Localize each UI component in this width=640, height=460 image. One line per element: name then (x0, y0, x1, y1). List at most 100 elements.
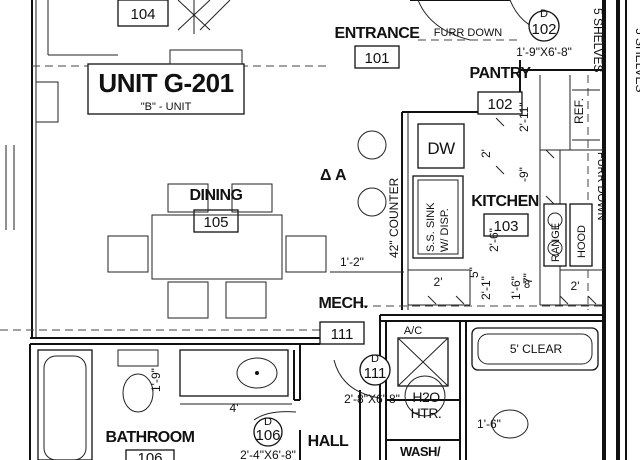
h2o-label-2: HTR. (411, 405, 442, 421)
lavatory (236, 357, 278, 389)
ac-label: A/C (404, 325, 422, 337)
ref-label: REF. (572, 98, 586, 124)
bathroom-number: 106 (137, 450, 162, 460)
furr-down-top-label: FURR DOWN (434, 27, 502, 39)
mech: MECH. 111 A/C D 111 2'-8"X6'-8" H2O HTR. (318, 295, 449, 421)
dim-1-6: 1'-6" (509, 276, 523, 300)
pantry-tag (477, 91, 523, 115)
counter-label: 42" COUNTER (387, 177, 401, 258)
door-tag-102-letter: D (540, 8, 548, 20)
dim-1-9: 1'-9" (149, 368, 163, 392)
unit-title: UNIT G-201 (98, 68, 233, 98)
hood (569, 203, 593, 267)
room-104: 104 (117, 0, 231, 34)
chair-top-2 (231, 183, 273, 213)
sink (412, 175, 464, 259)
door-tag-102 (528, 10, 560, 42)
dishwasher-label: DW (427, 139, 455, 158)
vanity (179, 349, 289, 397)
mech-door-swing (333, 359, 381, 399)
dim-2-left: 2' (434, 275, 443, 289)
entrance-label: ENTRANCE (335, 25, 421, 42)
tub-left (37, 349, 93, 460)
h2o-label: H2O (412, 389, 440, 405)
kitchen-label: KITCHEN (471, 193, 539, 210)
door-tag-106-letter: D (264, 416, 272, 428)
sink-area: DW S.S. SINK W/ DISP. (412, 123, 465, 259)
dining-table (151, 214, 283, 280)
walls (29, 0, 627, 460)
range (543, 203, 567, 267)
dining: DINING 105 1'-2" (5, 145, 404, 319)
bath-right: 5' CLEAR 1'-6" WASH/ (400, 327, 599, 459)
delta-marker: Δ A (320, 167, 347, 184)
dim-1-6-bath: 1'-6" (477, 417, 501, 431)
dining-number: 105 (203, 214, 228, 231)
door-tag-111 (359, 354, 391, 386)
dim-7-frac: 7" (521, 273, 535, 284)
unit-title-box (87, 63, 245, 115)
unit-subtitle: "B" - UNIT (141, 101, 192, 113)
chair-bottom-1 (167, 281, 209, 319)
door-tag-106 (253, 417, 283, 447)
dim-2-right: 2' (571, 279, 580, 293)
room-104-number: 104 (130, 6, 155, 23)
shelves-label-right: 5 SHELVES (633, 28, 640, 92)
kitchen-tag (483, 213, 529, 237)
toilet-right (491, 409, 529, 439)
kitchen: KITCHEN 103 2' -9" 2'-6" 5" 2'-1" 1'-6" … (427, 117, 607, 305)
sink-label: S.S. SINK (425, 202, 437, 252)
closet-door-swing-bath (253, 411, 297, 421)
stool-2 (357, 187, 387, 217)
tub-right (471, 327, 599, 371)
hood-label: HOOD (576, 225, 588, 258)
sink-label-2: W/ DISP. (439, 208, 451, 252)
door-tag-106-number: 106 (255, 427, 280, 444)
toilet-tank (117, 349, 159, 367)
dim-2-top: 2' (479, 149, 493, 158)
pantry: PANTRY 102 2'-11" REF. (470, 65, 600, 141)
kitchen-number: 103 (493, 218, 518, 235)
shelves-label: 5 SHELVES (591, 8, 605, 72)
bathroom: 1'-9" 4' BATHROOM 106 D 106 2'-4"X6'-8" (37, 349, 297, 460)
dim-4: 4' (230, 401, 239, 415)
wash-label: WASH/ (400, 444, 441, 459)
dim-9: -9" (517, 167, 531, 182)
chair-left (107, 235, 149, 273)
furr-down-kitchen-label: FURR DOWN (595, 152, 607, 220)
door-mech-size: 2'-8"X6'-8" (344, 392, 400, 406)
pantry-number: 102 (487, 96, 512, 113)
mech-tag (319, 321, 365, 345)
dim-2-11: 2'-11" (517, 102, 531, 132)
water-heater (404, 375, 446, 417)
dim-2-1-8: 2'-1" (479, 276, 493, 300)
dim-frac-8: 8 (524, 279, 530, 291)
dim-5-8: 5" (467, 267, 481, 278)
dim-1-2: 1'-2" (340, 255, 364, 269)
mech-label: MECH. (318, 295, 367, 312)
door-tag-111-number: 111 (364, 365, 387, 382)
chair-top-1 (167, 183, 209, 213)
toilet (122, 373, 154, 413)
furniture-top (169, 49, 243, 65)
entrance-tag (354, 45, 400, 69)
hall-label: HALL (308, 433, 349, 450)
dishwasher (417, 123, 465, 169)
chair-bottom-2 (225, 281, 267, 319)
bathroom-tag (125, 449, 175, 460)
chair-right (285, 235, 327, 273)
stool-1 (357, 130, 387, 160)
door-closet-size: 2'-4"X6'-8" (240, 448, 296, 460)
room-104-tag (117, 0, 169, 27)
entrance-door-swing (417, 0, 471, 41)
unit-title-block: UNIT G-201 "B" - UNIT (87, 63, 245, 115)
door-top-size: 1'-9"X6'-8" (516, 45, 572, 59)
clear-label: 5' CLEAR (510, 342, 563, 356)
mech-number: 111 (331, 326, 354, 343)
entrance: ENTRANCE 101 FURR DOWN D 102 1'-9"X6'-8" (335, 0, 572, 69)
dining-label: DINING (190, 187, 243, 204)
entrance-number: 101 (364, 50, 389, 67)
furniture-left (35, 81, 59, 123)
